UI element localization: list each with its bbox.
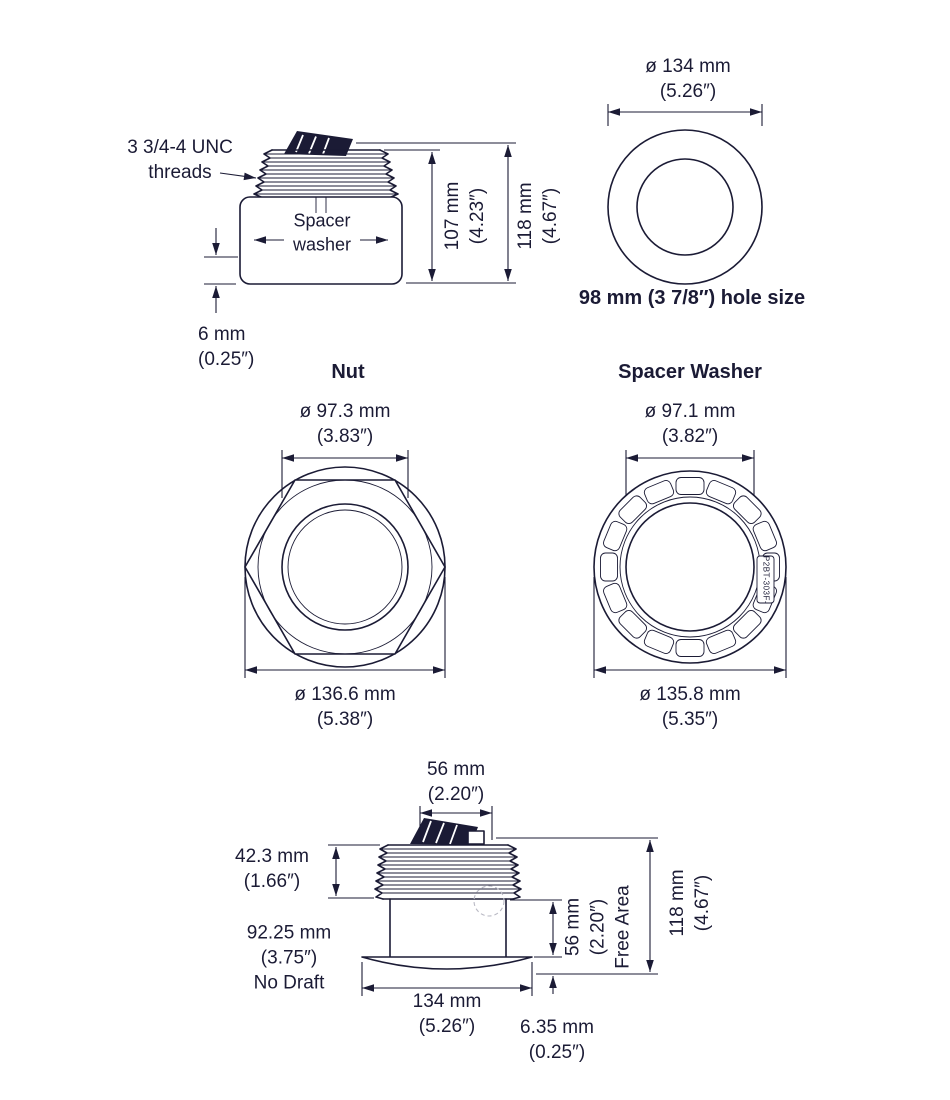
dim-profile-total-height-label: 118 mm (4.67″) <box>666 869 713 937</box>
spacer-washer-dimensions <box>593 450 787 678</box>
dim-top-view-diameter-label: ø 134 mm (5.26″) <box>645 55 731 102</box>
spacer-washer-title: Spacer Washer <box>618 360 762 383</box>
profile-view-drawing <box>361 818 533 970</box>
spacer-washer-callout: Spacer washer <box>292 210 352 254</box>
dim-lip-height-label: 6 mm (0.25″) <box>198 323 255 370</box>
profile-view-dimensions <box>328 806 658 996</box>
dim-body-diameter-label: 92.25 mm (3.75″) No Draft <box>246 922 332 994</box>
dim-element-width-label: 56 mm (2.20″) <box>426 758 486 805</box>
dim-flange-diameter-label: 134 mm (5.26″) <box>412 990 482 1037</box>
nut-dimensions <box>244 450 446 678</box>
top-view-dimensions <box>607 104 763 126</box>
washer-part-number-label: P2BT-303F- <box>761 555 771 605</box>
nut-title: Nut <box>331 360 365 383</box>
nut-outer-diameter-label: ø 136.6 mm (5.38″) <box>294 683 396 730</box>
nut-drawing <box>244 466 446 668</box>
dim-total-height-label: 118 mm (4.67″) <box>514 182 561 250</box>
nut-inner-diameter-label: ø 97.3 mm (3.83″) <box>299 400 391 447</box>
spacer-washer-drawing <box>593 470 787 664</box>
washer-outer-diameter-label: ø 135.8 mm (5.35″) <box>639 683 741 730</box>
washer-inner-diameter-label: ø 97.1 mm (3.82″) <box>644 400 736 447</box>
dim-thread-height-label: 42.3 mm (1.66″) <box>235 845 309 892</box>
side-view-drawing <box>219 131 403 285</box>
side-view-dimensions <box>204 142 516 313</box>
threads-spec-label: 3 3/4-4 UNC threads <box>127 136 233 183</box>
dim-free-area-label: 56 mm (2.20″) Free Area <box>562 885 634 969</box>
hole-size-label: 98 mm (3 7/8″) hole size <box>578 286 806 309</box>
dim-flange-height-label: 6.35 mm (0.25″) <box>520 1016 594 1063</box>
top-view-drawing <box>607 129 763 285</box>
dim-body-height-label: 107 mm (4.23″) <box>441 181 488 251</box>
